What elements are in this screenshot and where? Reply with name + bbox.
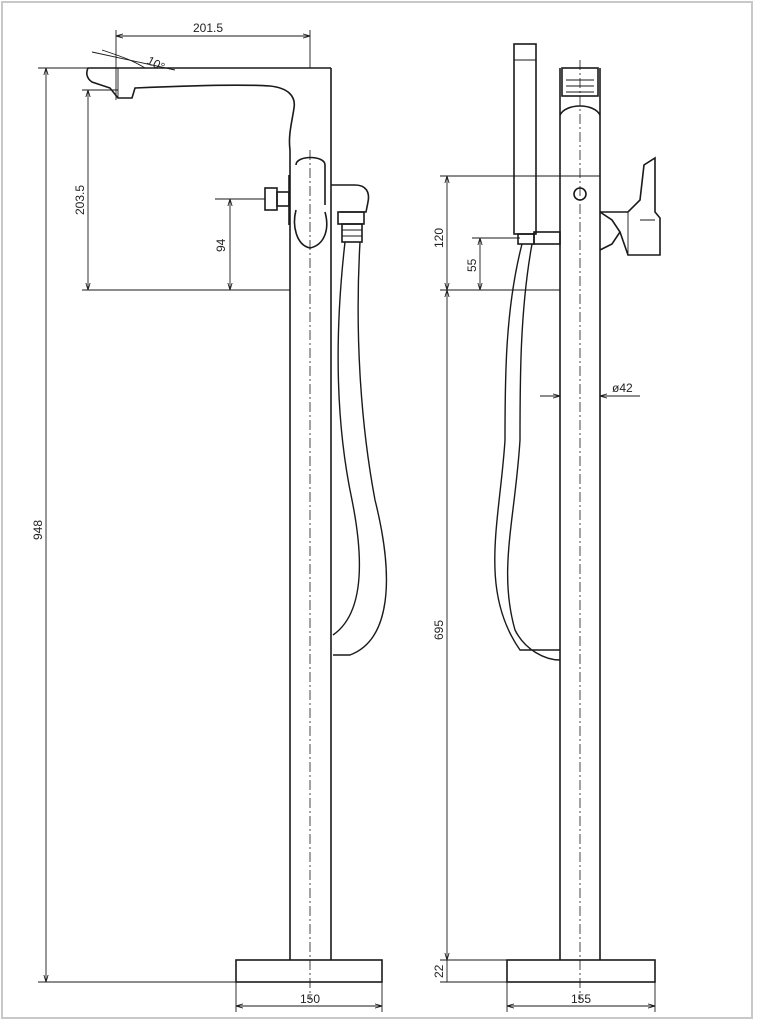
dim-pipe-diameter: ø42 (540, 381, 640, 396)
dim-side-outlet-height-label: 55 (465, 258, 479, 272)
dim-base-height-label: 22 (432, 964, 446, 978)
side-lever-handle (599, 156, 661, 256)
front-valve-body (293, 156, 328, 249)
side-inlet-circle (573, 187, 587, 201)
front-hose (332, 241, 388, 656)
dim-base-width-front-label: 150 (300, 992, 320, 1006)
side-view: 120 55 ø42 695 22 (432, 43, 661, 1012)
dim-base-width-front: 150 (235, 982, 383, 1012)
front-view: 201.5 10° 948 203.5 94 (31, 21, 388, 1012)
front-column (289, 68, 332, 1000)
front-handle (264, 175, 290, 225)
dim-lever-height-label: 120 (432, 228, 446, 248)
dim-base-height: 22 (432, 960, 507, 983)
dim-total-height-label: 948 (31, 520, 45, 540)
dim-lever-height: 120 (432, 175, 600, 291)
dim-spout-reach-label: 201.5 (193, 21, 223, 35)
front-base (235, 959, 383, 983)
dim-column-height-label: 695 (432, 620, 446, 640)
dim-pipe-diameter-label: ø42 (612, 381, 633, 395)
side-spout-head (559, 67, 601, 116)
dim-base-width-side: 155 (506, 982, 656, 1012)
dim-spout-height: 203.5 (73, 89, 290, 291)
side-hose (494, 243, 561, 661)
front-spout (86, 67, 331, 285)
side-base (506, 959, 656, 983)
front-hose-connector (331, 184, 370, 243)
dim-outlet-height: 94 (214, 198, 265, 290)
dim-spout-reach: 201.5 (115, 21, 311, 100)
dim-column-height: 695 (432, 290, 507, 961)
dim-spout-angle-label: 10° (145, 53, 168, 74)
dim-base-width-side-label: 155 (571, 992, 591, 1006)
side-column (559, 60, 601, 1000)
dim-spout-height-label: 203.5 (73, 185, 87, 215)
dim-side-outlet-height: 55 (465, 237, 520, 290)
dim-outlet-height-label: 94 (214, 238, 228, 252)
side-hand-shower (513, 43, 561, 245)
dim-total-height: 948 (31, 67, 236, 983)
dim-spout-angle: 10° (91, 49, 176, 74)
